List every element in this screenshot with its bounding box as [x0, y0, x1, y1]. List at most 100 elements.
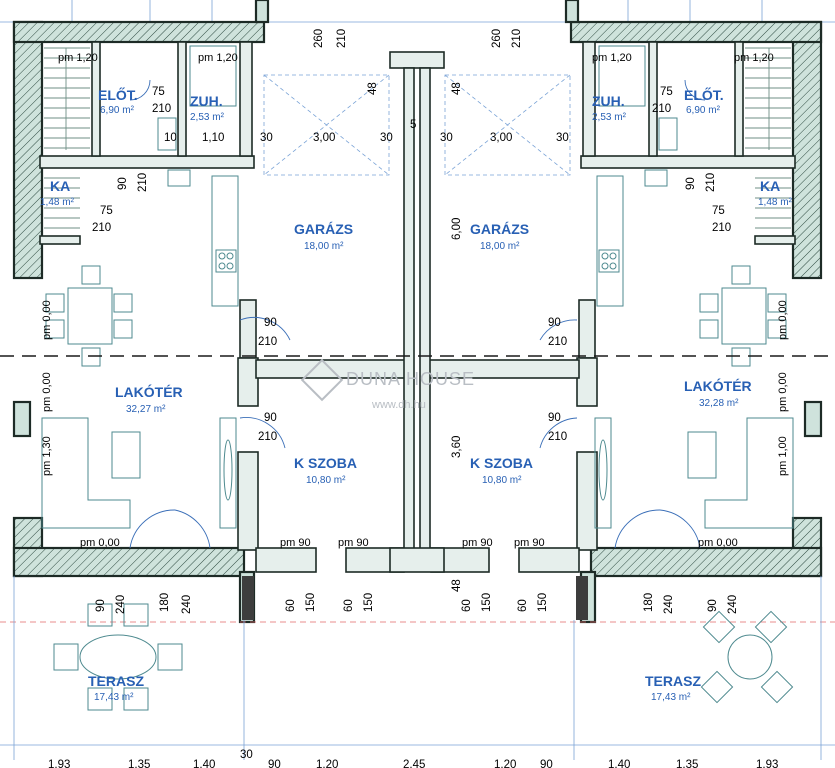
dim-right-150a: 150 — [481, 593, 493, 612]
left-kitchen — [167, 169, 239, 307]
room-name-left-terasz: TERASZ — [88, 673, 144, 689]
level-right-entry: pm 0,00 — [698, 537, 738, 549]
watermark-url: www.dh.hu — [371, 399, 426, 411]
left-staircase — [44, 47, 90, 229]
bottom-dim-2: 1,40 — [193, 759, 215, 768]
bottom-dim-9: 1,40 — [608, 759, 630, 768]
level-right-window-3: pm 1,00 — [777, 436, 789, 476]
dim-left-150b: 150 — [363, 593, 375, 612]
room-area-left-ka: 1,48 m² — [40, 197, 75, 208]
dim-left-door-90b: 90 — [264, 412, 277, 424]
room-area-right-elot: 6,90 m² — [686, 105, 721, 116]
dim-right-300: 3,00 — [490, 132, 512, 144]
dim-left-zuh-75: 75 — [152, 86, 165, 98]
level-right-elot: pm 1,20 — [734, 52, 774, 64]
bottom-dim-11: 1,93 — [756, 759, 778, 768]
dim-left-60b: 60 — [343, 599, 355, 612]
dim-left-10: 10 — [164, 132, 177, 144]
room-area-left-terasz: 17,43 m² — [94, 692, 134, 703]
party-wall — [254, 0, 580, 573]
level-left-window-1: pm 0,00 — [41, 300, 53, 340]
dim-left-260: 260 — [313, 29, 325, 48]
dim-left-term-90: 90 — [95, 599, 107, 612]
right-sofa — [594, 417, 794, 529]
room-area-right-garazs: 18,00 m² — [480, 241, 520, 252]
room-name-right-kszoba: K SZOBA — [470, 455, 533, 471]
terrace-area — [0, 576, 835, 760]
bottom-dim-1: 1,35 — [128, 759, 150, 768]
column-left — [242, 576, 254, 620]
dim-right-30b: 30 — [556, 132, 569, 144]
dim-right-zuh-75: 75 — [660, 86, 673, 98]
dim-left-door-90a: 90 — [264, 317, 277, 329]
dim-left-300: 3,00 — [313, 132, 335, 144]
dim-center-5: 5 — [410, 119, 416, 131]
room-area-left-kszoba: 10,80 m² — [306, 475, 346, 486]
dim-left-ka-90: 90 — [117, 177, 129, 190]
dim-right-term-240b: 240 — [727, 595, 739, 614]
dim-left-door-210b: 210 — [258, 431, 277, 443]
room-name-right-elot: ELŐT. — [684, 86, 724, 103]
right-kitchen — [596, 169, 668, 307]
room-area-right-zuh: 2,53 m² — [592, 112, 627, 123]
dim-right-ka-75: 75 — [712, 205, 725, 217]
dim-right-210-top: 210 — [511, 29, 523, 48]
dim-left-zuh-210: 210 — [152, 103, 171, 115]
dim-right-30a: 30 — [440, 132, 453, 144]
level-left-elot: pm 1,20 — [58, 52, 98, 64]
dim-right-60a: 60 — [461, 599, 473, 612]
dim-left-110: 1,10 — [202, 132, 224, 144]
watermark-brand: DUNA HOUSE — [346, 369, 475, 389]
dim-left-term-240a: 240 — [115, 595, 127, 614]
level-right-door-2: pm 90 — [514, 537, 545, 549]
bottom-dim-4: 90 — [268, 759, 281, 768]
dim-right-door-90a: 90 — [548, 317, 561, 329]
level-right-window-2: pm 0,00 — [777, 372, 789, 412]
dim-left-term-240b: 240 — [181, 595, 193, 614]
garage-ceiling-marks — [263, 74, 571, 176]
watermark: DUNA HOUSE www.dh.hu — [300, 358, 475, 411]
bottom-dim-3: 30 — [240, 749, 253, 761]
bottom-dim-6: 2,45 — [403, 759, 425, 768]
room-area-left-elot: 6,90 m² — [100, 105, 135, 116]
room-name-right-garazs: GARÁZS — [470, 221, 529, 237]
left-dining-set — [45, 265, 133, 367]
dim-bottom-48: 48 — [451, 579, 463, 592]
level-left-door-2: pm 90 — [338, 537, 369, 549]
room-name-right-lakoter: LAKÓTÉR — [684, 377, 752, 394]
bottom-dim-5: 1,20 — [316, 759, 338, 768]
dim-right-150b: 150 — [537, 593, 549, 612]
bottom-dim-7: 1,20 — [494, 759, 516, 768]
right-staircase — [745, 47, 791, 229]
column-right — [576, 576, 588, 620]
room-name-right-zuh: ZUH. — [592, 93, 625, 109]
room-area-left-zuh: 2,53 m² — [190, 112, 225, 123]
room-name-left-lakoter: LAKÓTÉR — [115, 383, 183, 400]
bottom-dimensions: 1,93 1,35 1,40 30 90 1,20 2,45 1,20 90 1… — [48, 749, 778, 768]
level-right-door-1: pm 90 — [462, 537, 493, 549]
room-name-left-kszoba: K SZOBA — [294, 455, 357, 471]
bottom-dim-0: 1,93 — [48, 759, 70, 768]
dim-left-door-210a: 210 — [258, 336, 277, 348]
dim-right-door-210b: 210 — [548, 431, 567, 443]
dim-left-30b: 30 — [380, 132, 393, 144]
dim-right-term-240a: 240 — [663, 595, 675, 614]
dim-right-term-90: 90 — [707, 599, 719, 612]
left-unit-walls — [12, 20, 407, 624]
dim-right-48: 48 — [451, 82, 463, 95]
dim-right-ka-210: 210 — [712, 222, 731, 234]
dim-right-zuh-210: 210 — [652, 103, 671, 115]
right-dining-set — [699, 265, 787, 367]
room-area-left-lakoter: 32,27 m² — [126, 404, 166, 415]
room-name-left-garazs: GARÁZS — [294, 221, 353, 237]
level-left-window-2: pm 0,00 — [41, 372, 53, 412]
dim-left-60a: 60 — [285, 599, 297, 612]
dim-right-door-210a: 210 — [548, 336, 567, 348]
bottom-dim-8: 90 — [540, 759, 553, 768]
room-area-right-kszoba: 10,80 m² — [482, 475, 522, 486]
room-area-right-ka: 1,48 m² — [758, 197, 793, 208]
room-area-right-terasz: 17,43 m² — [651, 692, 691, 703]
dim-right-60b: 60 — [517, 599, 529, 612]
room-name-left-zuh: ZUH. — [190, 93, 223, 109]
